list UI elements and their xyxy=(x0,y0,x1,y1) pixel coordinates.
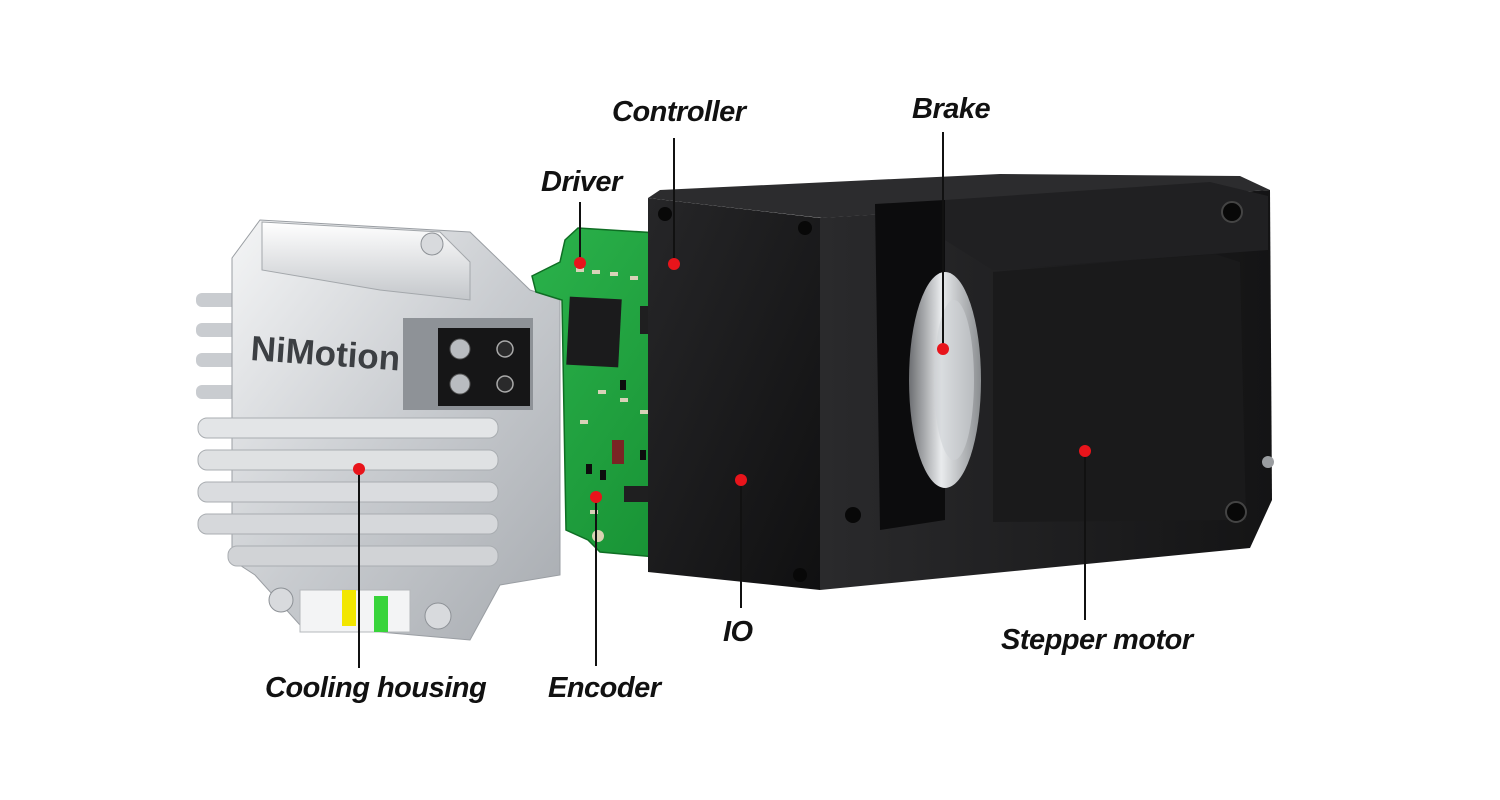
controller-label: Controller xyxy=(612,96,746,128)
io-marker xyxy=(735,474,747,486)
brake-label: Brake xyxy=(912,93,991,125)
stepper-motor-marker xyxy=(1079,445,1091,457)
stepper-motor-label: Stepper motor xyxy=(1001,624,1193,656)
housing-front-fins xyxy=(197,417,499,567)
cooling-housing-label: Cooling housing xyxy=(265,672,487,704)
brake-marker xyxy=(937,343,949,355)
terminal-block xyxy=(403,318,533,410)
stepper-motor-illustration xyxy=(648,174,1274,590)
callout-markers xyxy=(353,257,1091,503)
callout-leader-lines xyxy=(358,132,1086,668)
housing-side-fins xyxy=(196,293,242,399)
cooling-housing-illustration: NiMotion xyxy=(196,219,561,641)
io-label: IO xyxy=(723,616,753,648)
driver-label: Driver xyxy=(541,166,622,198)
pcb-large-chip xyxy=(566,296,622,368)
green-led xyxy=(374,596,388,632)
controller-marker xyxy=(668,258,680,270)
cooling-housing-marker xyxy=(353,463,365,475)
encoder-marker xyxy=(590,491,602,503)
yellow-led xyxy=(342,590,356,626)
encoder-label: Encoder xyxy=(548,672,661,704)
driver-marker xyxy=(574,257,586,269)
